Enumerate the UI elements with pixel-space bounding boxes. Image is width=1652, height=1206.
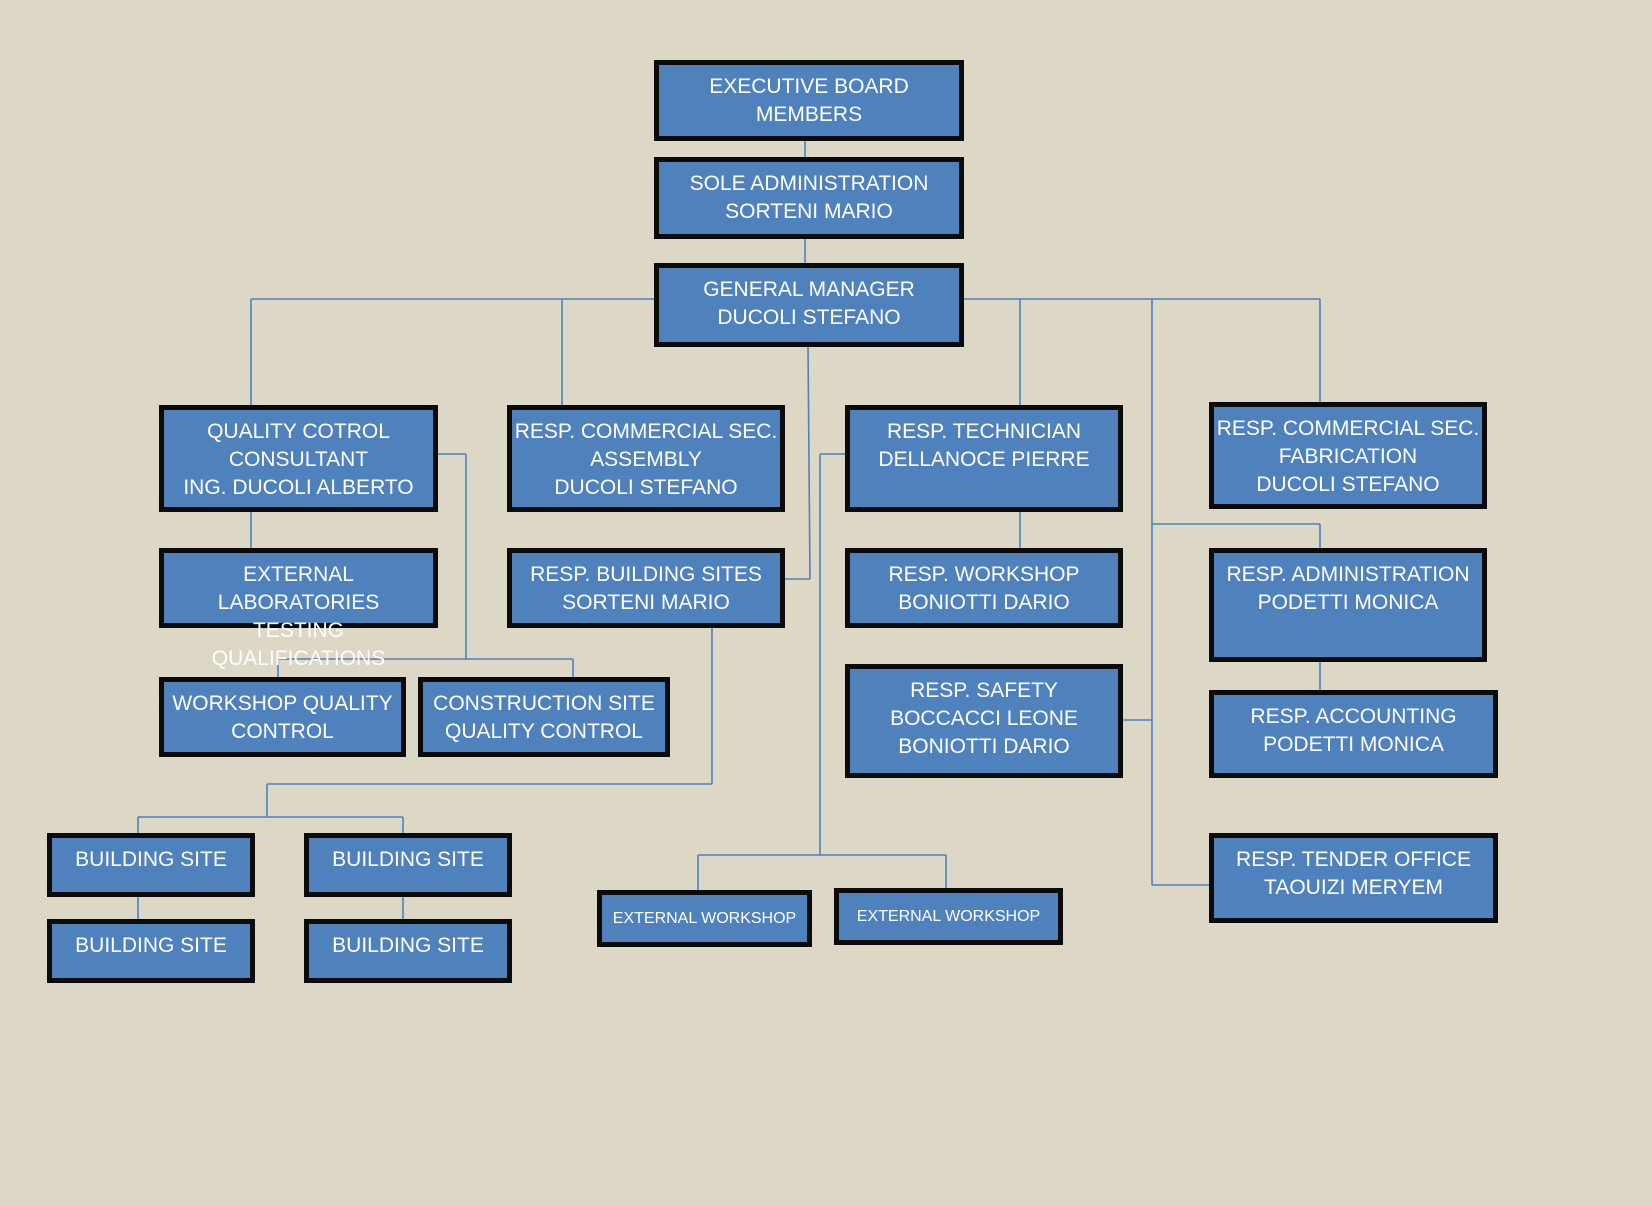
building-site-box-4: BUILDING SITE <box>304 919 512 983</box>
tender-office-box: RESP. TENDER OFFICE TAOUIZI MERYEM <box>1209 833 1498 923</box>
safety-box: RESP. SAFETY BOCCACCI LEONE BONIOTTI DAR… <box>845 664 1123 778</box>
building-site-box-2: BUILDING SITE <box>304 833 512 897</box>
technician-box: RESP. TECHNICIAN DELLANOCE PIERRE <box>845 405 1123 512</box>
building-site-box-1: BUILDING SITE <box>47 833 255 897</box>
commercial-fabrication-box: RESP. COMMERCIAL SEC. FABRICATION DUCOLI… <box>1209 402 1487 509</box>
building-site-box-3: BUILDING SITE <box>47 919 255 983</box>
external-laboratories-box: EXTERNAL LABORATORIES TESTING QUALIFICAT… <box>159 548 438 670</box>
general-manager-box: GENERAL MANAGER DUCOLI STEFANO <box>654 263 964 347</box>
construction-site-quality-box: CONSTRUCTION SITE QUALITY CONTROL <box>418 677 670 757</box>
commercial-assembly-box: RESP. COMMERCIAL SEC. ASSEMBLY DUCOLI ST… <box>507 405 785 512</box>
workshop-quality-box: WORKSHOP QUALITY CONTROL <box>159 677 406 757</box>
workshop-box: RESP. WORKSHOP BONIOTTI DARIO <box>845 548 1123 628</box>
sole-administration-box: SOLE ADMINISTRATION SORTENI MARIO <box>654 157 964 239</box>
administration-box: RESP. ADMINISTRATION PODETTI MONICA <box>1209 548 1487 662</box>
executive-board-box: EXECUTIVE BOARD MEMBERS <box>654 60 964 141</box>
external-workshop-box-2: EXTERNAL WORKSHOP <box>834 888 1063 945</box>
building-sites-box: RESP. BUILDING SITES SORTENI MARIO <box>507 548 785 628</box>
accounting-box: RESP. ACCOUNTING PODETTI MONICA <box>1209 690 1498 778</box>
quality-control-consultant-box: QUALITY COTROL CONSULTANT ING. DUCOLI AL… <box>159 405 438 512</box>
external-workshop-box-1: EXTERNAL WORKSHOP <box>597 890 812 947</box>
